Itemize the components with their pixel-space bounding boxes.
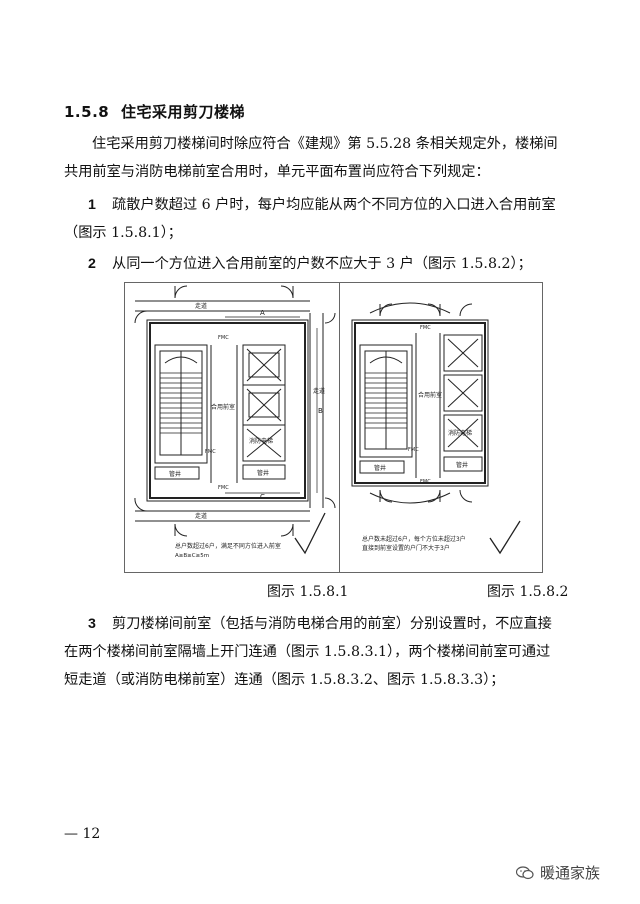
fmc-label: FMC: [420, 325, 431, 331]
list-item-2: 2 从同一个方位进入合用前室的户数不应大于 3 户（图示 1.5.8.2）；: [88, 250, 532, 278]
shaft-label: 管井: [257, 469, 269, 477]
shaft-label: 管井: [374, 464, 386, 472]
item-text: 从同一个方位进入合用前室的户数不应大于 3 户（图示 1.5.8.2）；: [112, 256, 532, 272]
figure-frame: [124, 282, 543, 573]
figure-divider: [339, 282, 340, 573]
fmc-label: FMC: [408, 447, 419, 453]
item-number: 1: [88, 197, 96, 213]
page-number: — 12: [64, 826, 101, 842]
section-title: 住宅采用剪刀楼梯: [120, 103, 245, 121]
item-text: 剪刀楼梯间前室（包括与消防电梯合用的前室）分别设置时，不应直接: [112, 616, 552, 632]
dimension-c: C: [260, 493, 265, 501]
hall-label: 合用前室: [418, 391, 442, 399]
watermark: 暖通家族: [515, 862, 600, 883]
paragraph-line: 共用前室与消防电梯前室合用时，单元平面布置尚应符合下列规定：: [64, 164, 490, 180]
wechat-icon: [515, 865, 534, 879]
figure-note: 总户数超过6户，满足不同方位进入前室: [175, 542, 281, 550]
list-item-1: 1 疏散户数超过 6 户时，每户均应能从两个不同方位的入口进入合用前室: [88, 191, 556, 219]
item-number: 2: [88, 256, 96, 272]
dimension-b: B: [318, 407, 323, 415]
floor-plan-left: 走道 走道 走道 A C B 合用前室 消防电梯 管井 管井 FMC FMC F…: [134, 285, 336, 559]
paragraph-line: 短走道（或消防电梯前室）连通（图示 1.5.8.3.2、图示 1.5.8.3.3…: [64, 672, 505, 688]
paragraph-line: （图示 1.5.8.1）；: [64, 225, 182, 241]
list-item-3: 3 剪刀楼梯间前室（包括与消防电梯合用的前室）分别设置时，不应直接: [88, 610, 552, 638]
watermark-text: 暖通家族: [539, 864, 600, 882]
fmc-label: FMC: [218, 485, 229, 491]
fmc-label: FMC: [205, 449, 216, 455]
paragraph-line: 住宅采用剪刀楼梯间时除应符合《建规》第 5.5.28 条相关规定外，楼梯间: [92, 136, 558, 152]
fmc-label: FMC: [218, 335, 229, 341]
item-text: 疏散户数超过 6 户时，每户均应能从两个不同方位的入口进入合用前室: [112, 197, 556, 213]
figure-note: 直接到前室设置的户门不大于3户: [362, 544, 450, 552]
floor-plan-right: 合用前室 消防电梯 管井 管井 FMC FMC FMC 总户数未超过6户，每个方…: [351, 302, 521, 555]
fire-elevator-label: 消防电梯: [249, 437, 273, 445]
section-number: 1.5.8: [64, 103, 110, 121]
section-heading: 1.5.8 住宅采用剪刀楼梯: [64, 101, 245, 122]
figure-note: 总户数未超过6户，每个方位未超过3户: [362, 535, 466, 543]
hall-label: 合用前室: [211, 403, 235, 411]
paragraph-line: 在两个楼梯间前室隔墙上开门连通（图示 1.5.8.3.1），两个楼梯间前室可通过: [64, 644, 551, 660]
figure-caption-right: 图示 1.5.8.2: [487, 584, 569, 600]
item-number: 3: [88, 616, 96, 632]
fire-elevator-label: 消防电梯: [448, 429, 472, 437]
corridor-label: 走道: [313, 387, 325, 395]
shaft-label: 管井: [456, 461, 468, 469]
figure-caption-left: 图示 1.5.8.1: [267, 584, 349, 600]
shaft-label: 管井: [169, 470, 181, 478]
dimension-a: A: [260, 309, 265, 317]
corridor-label: 走道: [195, 302, 207, 310]
figure-note: A≥B≥C≥5m: [175, 553, 209, 559]
corridor-label: 走道: [195, 512, 207, 520]
fmc-label: FMC: [420, 479, 431, 485]
